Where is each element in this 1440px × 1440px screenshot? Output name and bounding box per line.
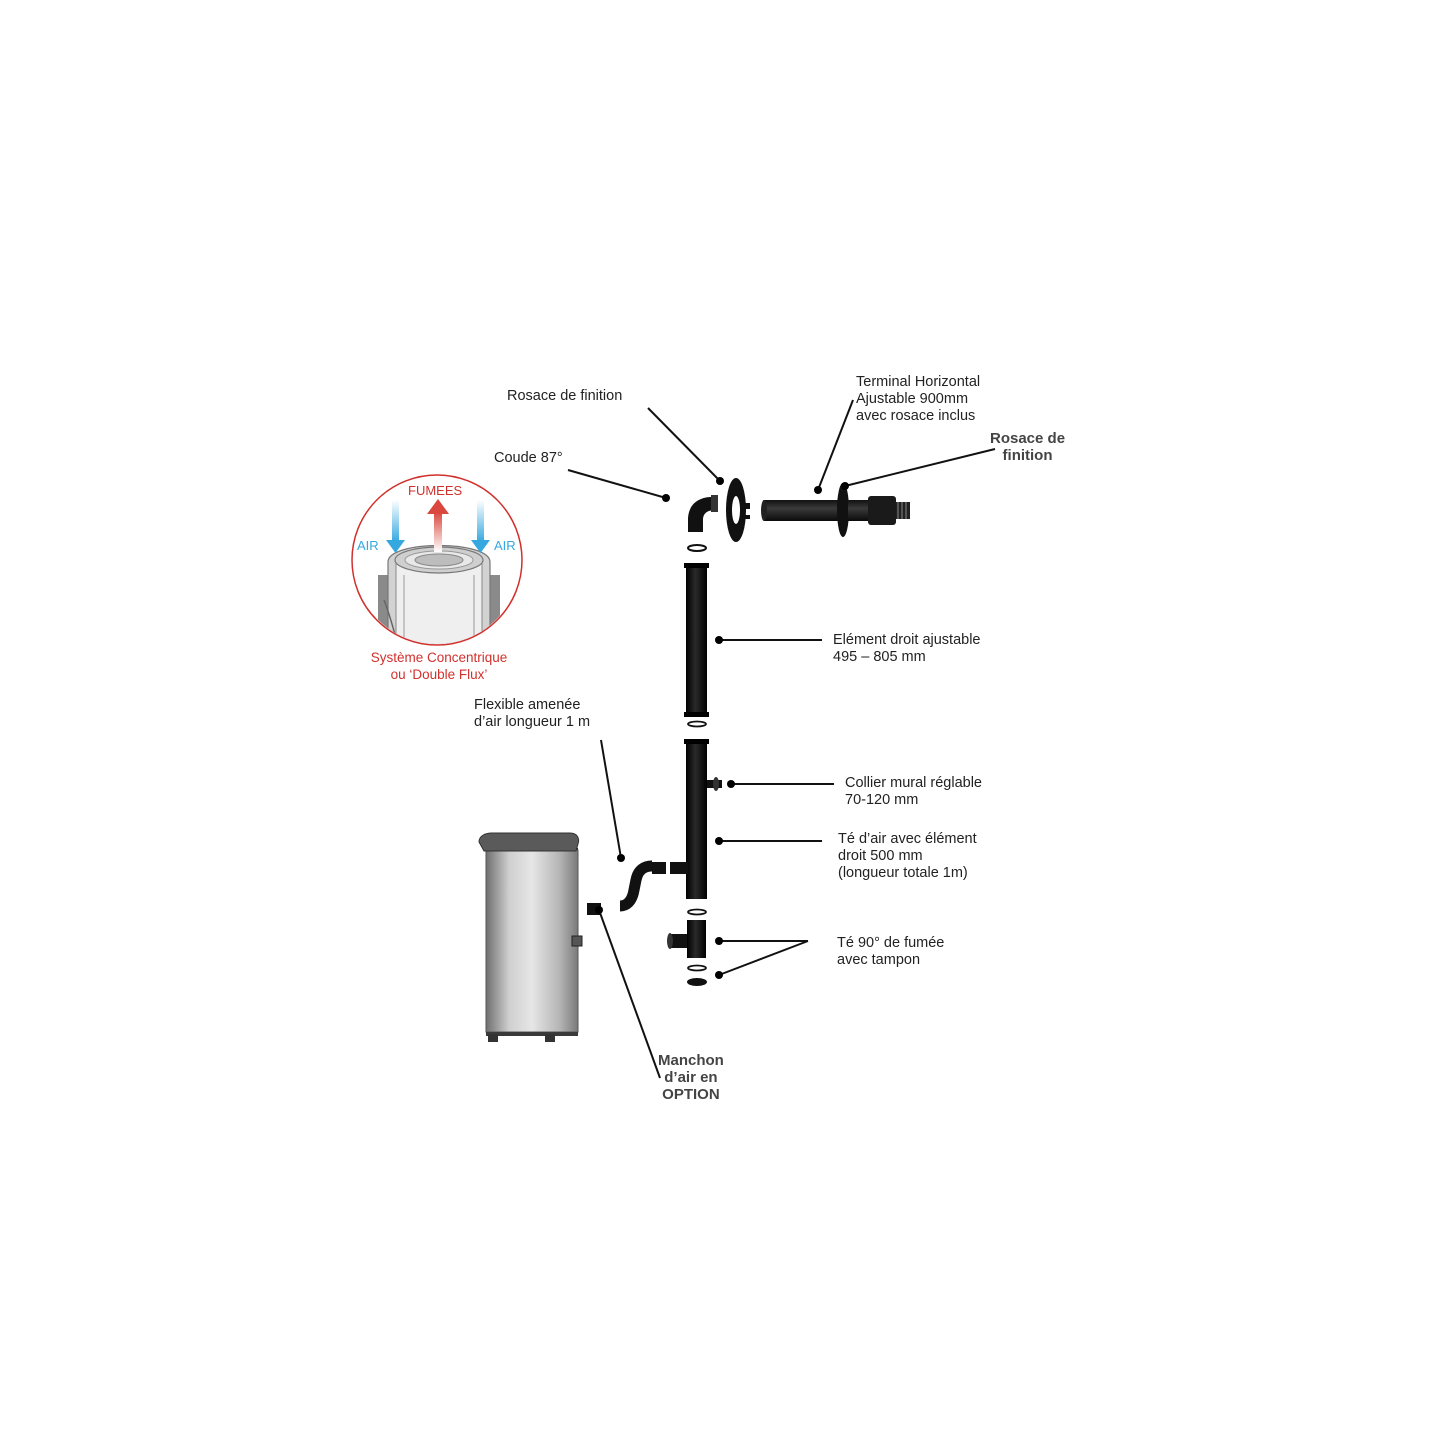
fumees-arrow-icon	[427, 499, 449, 552]
label-coude-87: Coude 87°	[494, 450, 563, 466]
horizontal-terminal-pipe	[764, 500, 840, 521]
label-rosace-finition-right: Rosace de finition	[990, 430, 1066, 464]
label-rosace-finition-top: Rosace de finition	[507, 388, 623, 404]
label-collier-mural: Collier mural réglable 70-120 mm	[845, 775, 982, 808]
inset-air-left-label: AIR	[357, 538, 379, 553]
label-terminal-horizontal: Terminal Horizontal Ajustable 900mm avec…	[856, 374, 981, 424]
inset-caption: Système Concentrique ou ‘Double Flux’	[370, 650, 508, 682]
horizontal-assembly	[726, 478, 910, 542]
air-arrow-left-icon	[386, 500, 405, 553]
leader-lines	[567, 399, 996, 1079]
pellet-stove	[478, 832, 601, 1042]
flexible-air-hose	[619, 860, 653, 912]
tampon-cap	[687, 978, 707, 986]
air-tee-element	[686, 739, 707, 899]
tee-90-fumee	[687, 920, 706, 958]
inset-fumees-label: FUMEES	[408, 483, 463, 498]
concentric-inset	[351, 474, 523, 646]
concentric-pipe-illustration	[378, 544, 500, 644]
air-arrow-right-icon	[471, 500, 490, 553]
inset-air-right-label: AIR	[494, 538, 516, 553]
rosace-terminal	[837, 483, 849, 537]
label-te-air: Té d’air avec élément droit 500 mm (long…	[838, 831, 977, 881]
label-manchon: Manchon d’air en OPTION	[658, 1052, 724, 1103]
label-flexible: Flexible amenée d’air longueur 1 m	[474, 697, 591, 730]
leader-dots	[595, 477, 849, 979]
label-te-90: Té 90° de fumée avec tampon	[837, 935, 945, 968]
flue-column	[652, 495, 722, 986]
label-element-droit: Elément droit ajustable 495 – 805 mm	[833, 632, 981, 665]
coude-87-elbow	[688, 496, 716, 532]
adjustable-straight-element	[686, 563, 707, 717]
